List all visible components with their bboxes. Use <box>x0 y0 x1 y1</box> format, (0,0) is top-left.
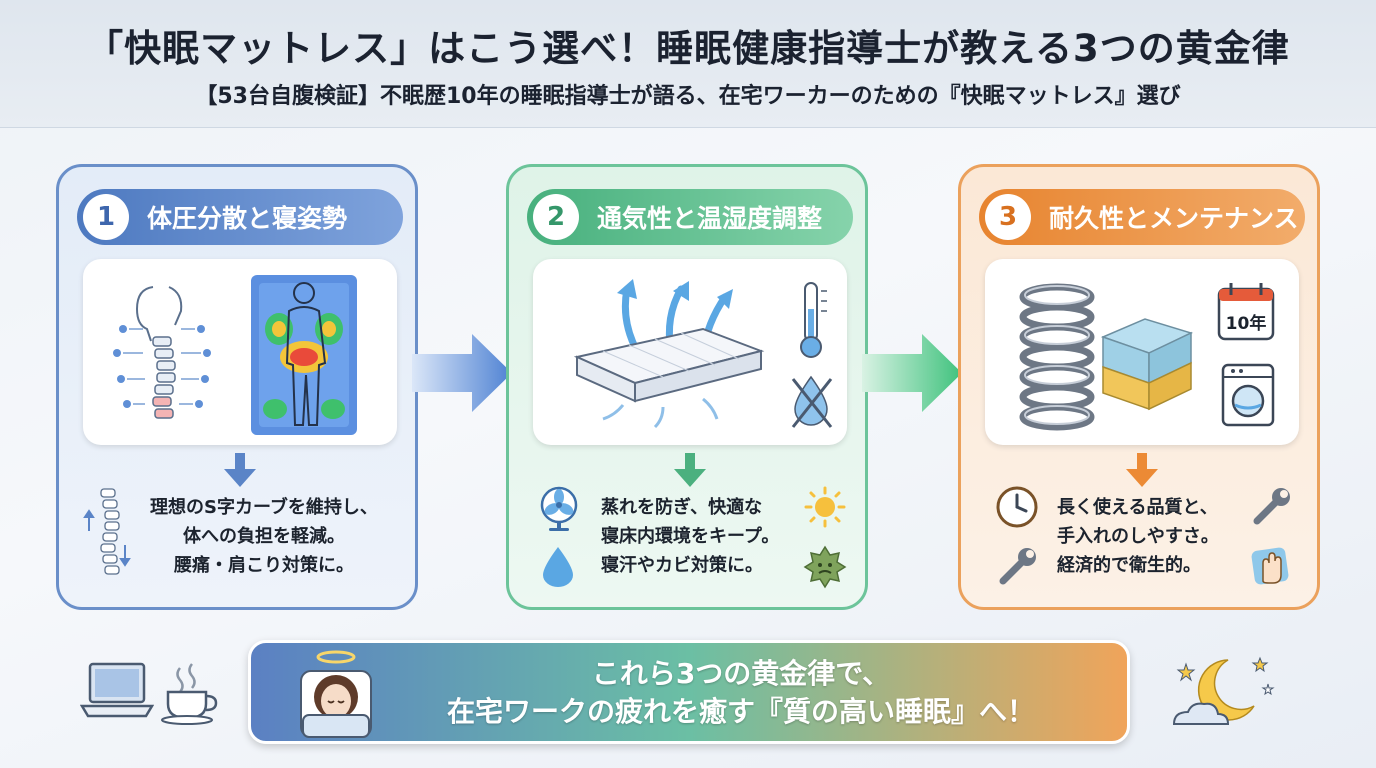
page-subtitle: 【53台自腹検証】不眠歴10年の睡眠指導士が語る、在宅ワーカーのための『快眠マッ… <box>195 84 1181 109</box>
coffee-cup-icon <box>161 663 218 725</box>
step-number: 2 <box>533 194 579 240</box>
panel-ventilation: 2 通気性と温湿度調整 <box>506 164 868 610</box>
fan-icon <box>540 486 578 531</box>
spine-pressure-map-icon <box>113 275 357 435</box>
mattress-airflow-icon <box>573 279 833 429</box>
panel-title: 体圧分散と寝姿勢 <box>147 204 348 233</box>
panel-header: 3 耐久性とメンテナンス <box>979 189 1305 245</box>
header: 「快眠マットレス」はこう選べ！睡眠健康指導士が教える3つの黄金律 【53台自腹検… <box>0 0 1376 128</box>
right-arrow-icon <box>862 334 962 412</box>
illustration-box <box>83 259 397 445</box>
calendar-label: 10年 <box>1226 313 1267 334</box>
page-title: 「快眠マットレス」はこう選べ！睡眠健康指導士が教える3つの黄金律 <box>86 27 1290 70</box>
panel-title: 通気性と温湿度調整 <box>597 204 823 233</box>
mold-icon <box>803 545 847 589</box>
sun-icon <box>804 486 846 528</box>
wrench-icon <box>999 548 1036 585</box>
clock-icon <box>996 486 1038 528</box>
spring-foam-icon: 10年 <box>1019 283 1275 431</box>
panel-description: 蒸れを防ぎ、快適な 寝床内環境をキープ。 寝汗やカビ対策に。 <box>601 497 780 576</box>
wrench-icon <box>1253 488 1290 525</box>
panel-description: 長く使える品質と、 手入れのしやすさ。 経済的で衛生的。 <box>1057 497 1219 576</box>
down-arrow-icon <box>674 453 706 487</box>
laptop-icon <box>80 662 154 718</box>
banner-message: これら3つの黄金律で、 在宅ワークの疲れを癒す『質の高い睡眠』へ！ <box>446 657 1035 728</box>
down-arrow-icon <box>224 453 256 487</box>
step-number: 1 <box>83 194 129 240</box>
right-arrow-icon <box>412 334 512 412</box>
step-number: 3 <box>985 194 1031 240</box>
panel-durability: 3 耐久性とメンテナンス 10年 <box>958 164 1320 610</box>
panel-header: 2 通気性と温湿度調整 <box>527 189 853 245</box>
down-arrow-icon <box>1126 453 1158 487</box>
sleeping-person-icon <box>300 650 372 738</box>
panel-header: 1 体圧分散と寝姿勢 <box>77 189 403 245</box>
illustration-box <box>533 259 847 445</box>
water-drop-icon <box>543 547 573 587</box>
illustration-box: 10年 <box>985 259 1299 445</box>
panel-title: 耐久性とメンテナンス <box>1049 204 1299 233</box>
summary-banner: これら3つの黄金律で、 在宅ワークの疲れを癒す『質の高い睡眠』へ！ <box>248 640 1130 744</box>
cleaning-cloth-icon <box>1251 547 1289 585</box>
panel-body-pressure: 1 体圧分散と寝姿勢 <box>56 164 418 610</box>
moon-stars-icon <box>1172 656 1275 725</box>
spine-icon <box>83 488 131 575</box>
panel-description: 理想のS字カーブを維持し、 体への負担を軽減。 腰痛・肩こり対策に。 <box>150 497 378 576</box>
